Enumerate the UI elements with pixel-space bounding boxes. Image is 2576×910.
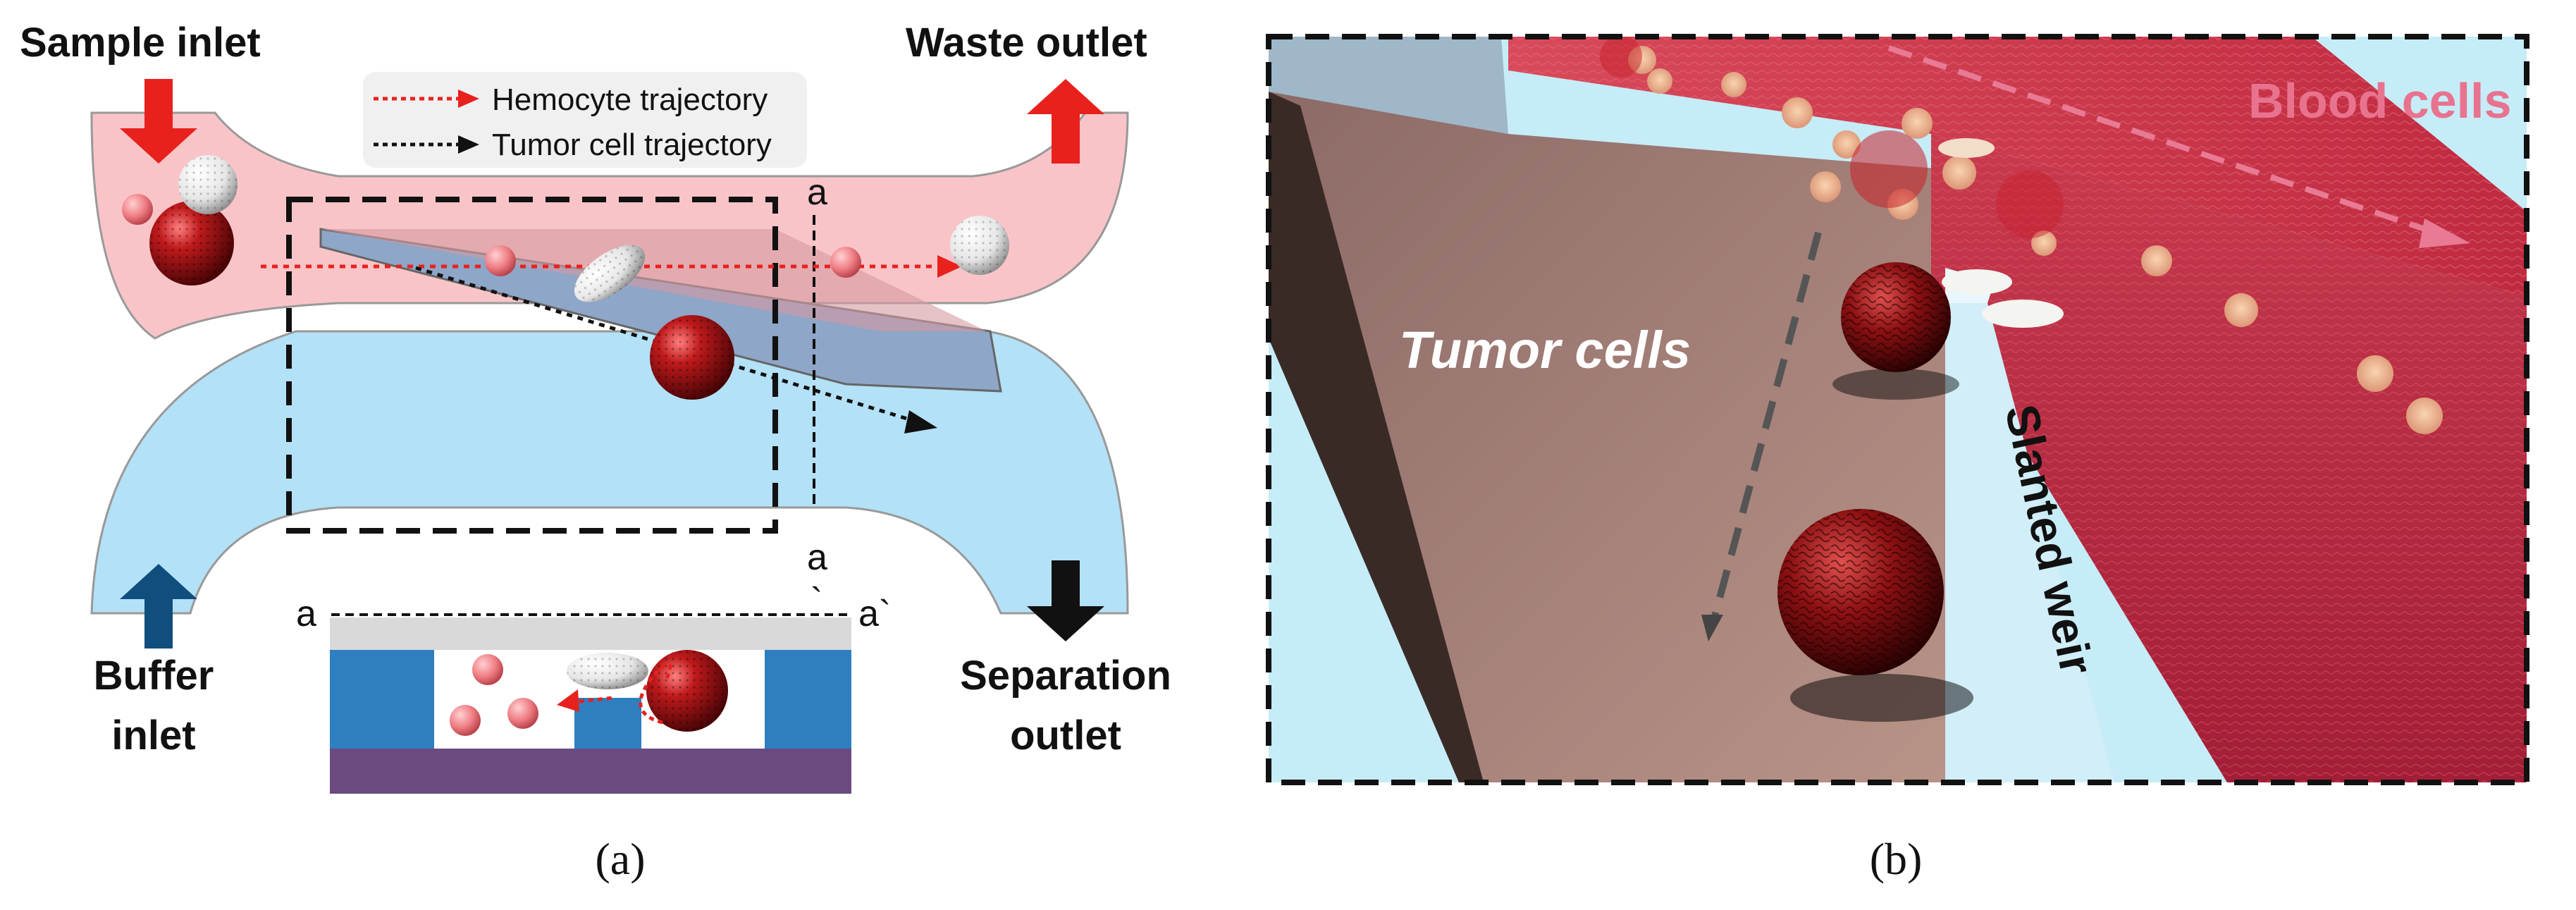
white-capsule — [1942, 269, 2012, 295]
cross-section-base — [330, 749, 851, 794]
panel-a: a a ` Sample inlet Waste outlet Buffer i… — [20, 20, 1171, 884]
buffer-inlet-label-line2: inlet — [111, 713, 195, 758]
tumor-cell-shadow — [1832, 369, 1959, 400]
panel-b-frame — [1266, 34, 2529, 785]
buffer-inlet-label-line1: Buffer — [94, 653, 214, 699]
red-cell-sphere — [1600, 37, 1642, 78]
cross-section: a a` — [296, 594, 891, 794]
white-capsule — [1982, 300, 2064, 328]
blood-cell — [485, 245, 516, 276]
red-cell-sphere — [1850, 130, 1928, 208]
blood-cell — [472, 654, 503, 685]
panel-b: Tumor cells Blood cells Slanted weir (b) — [1266, 34, 2529, 884]
floor-left-edge — [1269, 92, 1484, 782]
white-capsule — [1938, 138, 1995, 158]
legend-hemocyte-label: Hemocyte trajectory — [492, 82, 768, 117]
section-mark-top: a — [807, 172, 827, 213]
legend-tumor-label: Tumor cell trajectory — [492, 128, 772, 162]
cross-section-arrowhead — [557, 689, 579, 712]
cross-section-mark-left: a — [296, 594, 316, 634]
section-mark-bottom-prime: ` — [811, 581, 822, 622]
separation-outlet-label-line2: outlet — [1010, 713, 1121, 758]
legend-tumor-arrowhead — [458, 135, 479, 154]
inspection-box — [286, 197, 778, 534]
tumor-arrowhead — [904, 410, 937, 434]
cross-section-left-wall — [330, 650, 434, 749]
legend-hemocyte-arrowhead — [458, 90, 479, 108]
panel-a-caption: (a) — [595, 834, 645, 884]
blood-cell-blobs — [1628, 46, 2443, 434]
hemocyte-arrowhead — [937, 255, 962, 278]
slanted-weir-3d — [1945, 303, 2114, 782]
cross-section-weir — [574, 698, 641, 749]
tumor-path-arrowhead-icon — [1701, 615, 1723, 641]
separation-outlet-arrow-icon — [1027, 560, 1104, 641]
blood-cell — [507, 698, 538, 729]
sample-inlet-arrow-icon — [120, 79, 197, 164]
blood-path-arrow — [1887, 45, 2436, 235]
waste-outlet-label: Waste outlet — [906, 20, 1147, 66]
sample-inlet-label: Sample inlet — [20, 20, 261, 66]
cross-section-mark-right: a` — [858, 594, 891, 634]
glass-wall — [1269, 37, 1508, 134]
tumor-path-arrow — [1711, 231, 1822, 620]
cross-section-trajectory — [639, 663, 672, 725]
blood-cells-label: Blood cells — [2248, 73, 2511, 128]
buffer-inlet-arrow-icon — [120, 564, 197, 648]
tumor-cell-shadow — [1790, 674, 1973, 722]
blood-path-arrowhead-icon — [2419, 219, 2470, 248]
red-cell-sphere — [1996, 171, 2064, 238]
separation-outlet-label-line1: Separation — [960, 653, 1171, 699]
tumor-cells-label: Tumor cells — [1399, 321, 1691, 379]
blood-cell — [122, 194, 153, 225]
cross-section-right-wall — [765, 650, 851, 749]
blood-cell — [830, 247, 861, 278]
channel-floor — [1269, 92, 1945, 782]
cross-section-top-layer — [330, 617, 851, 650]
blood-cell — [450, 705, 481, 736]
panel-b-caption: (b) — [1870, 834, 1923, 884]
section-mark-bottom: a — [807, 537, 827, 578]
buffer-channel — [90, 330, 1129, 615]
legend: Hemocyte trajectory Tumor cell trajector… — [363, 72, 807, 168]
waste-outlet-arrow-icon — [1027, 79, 1104, 164]
